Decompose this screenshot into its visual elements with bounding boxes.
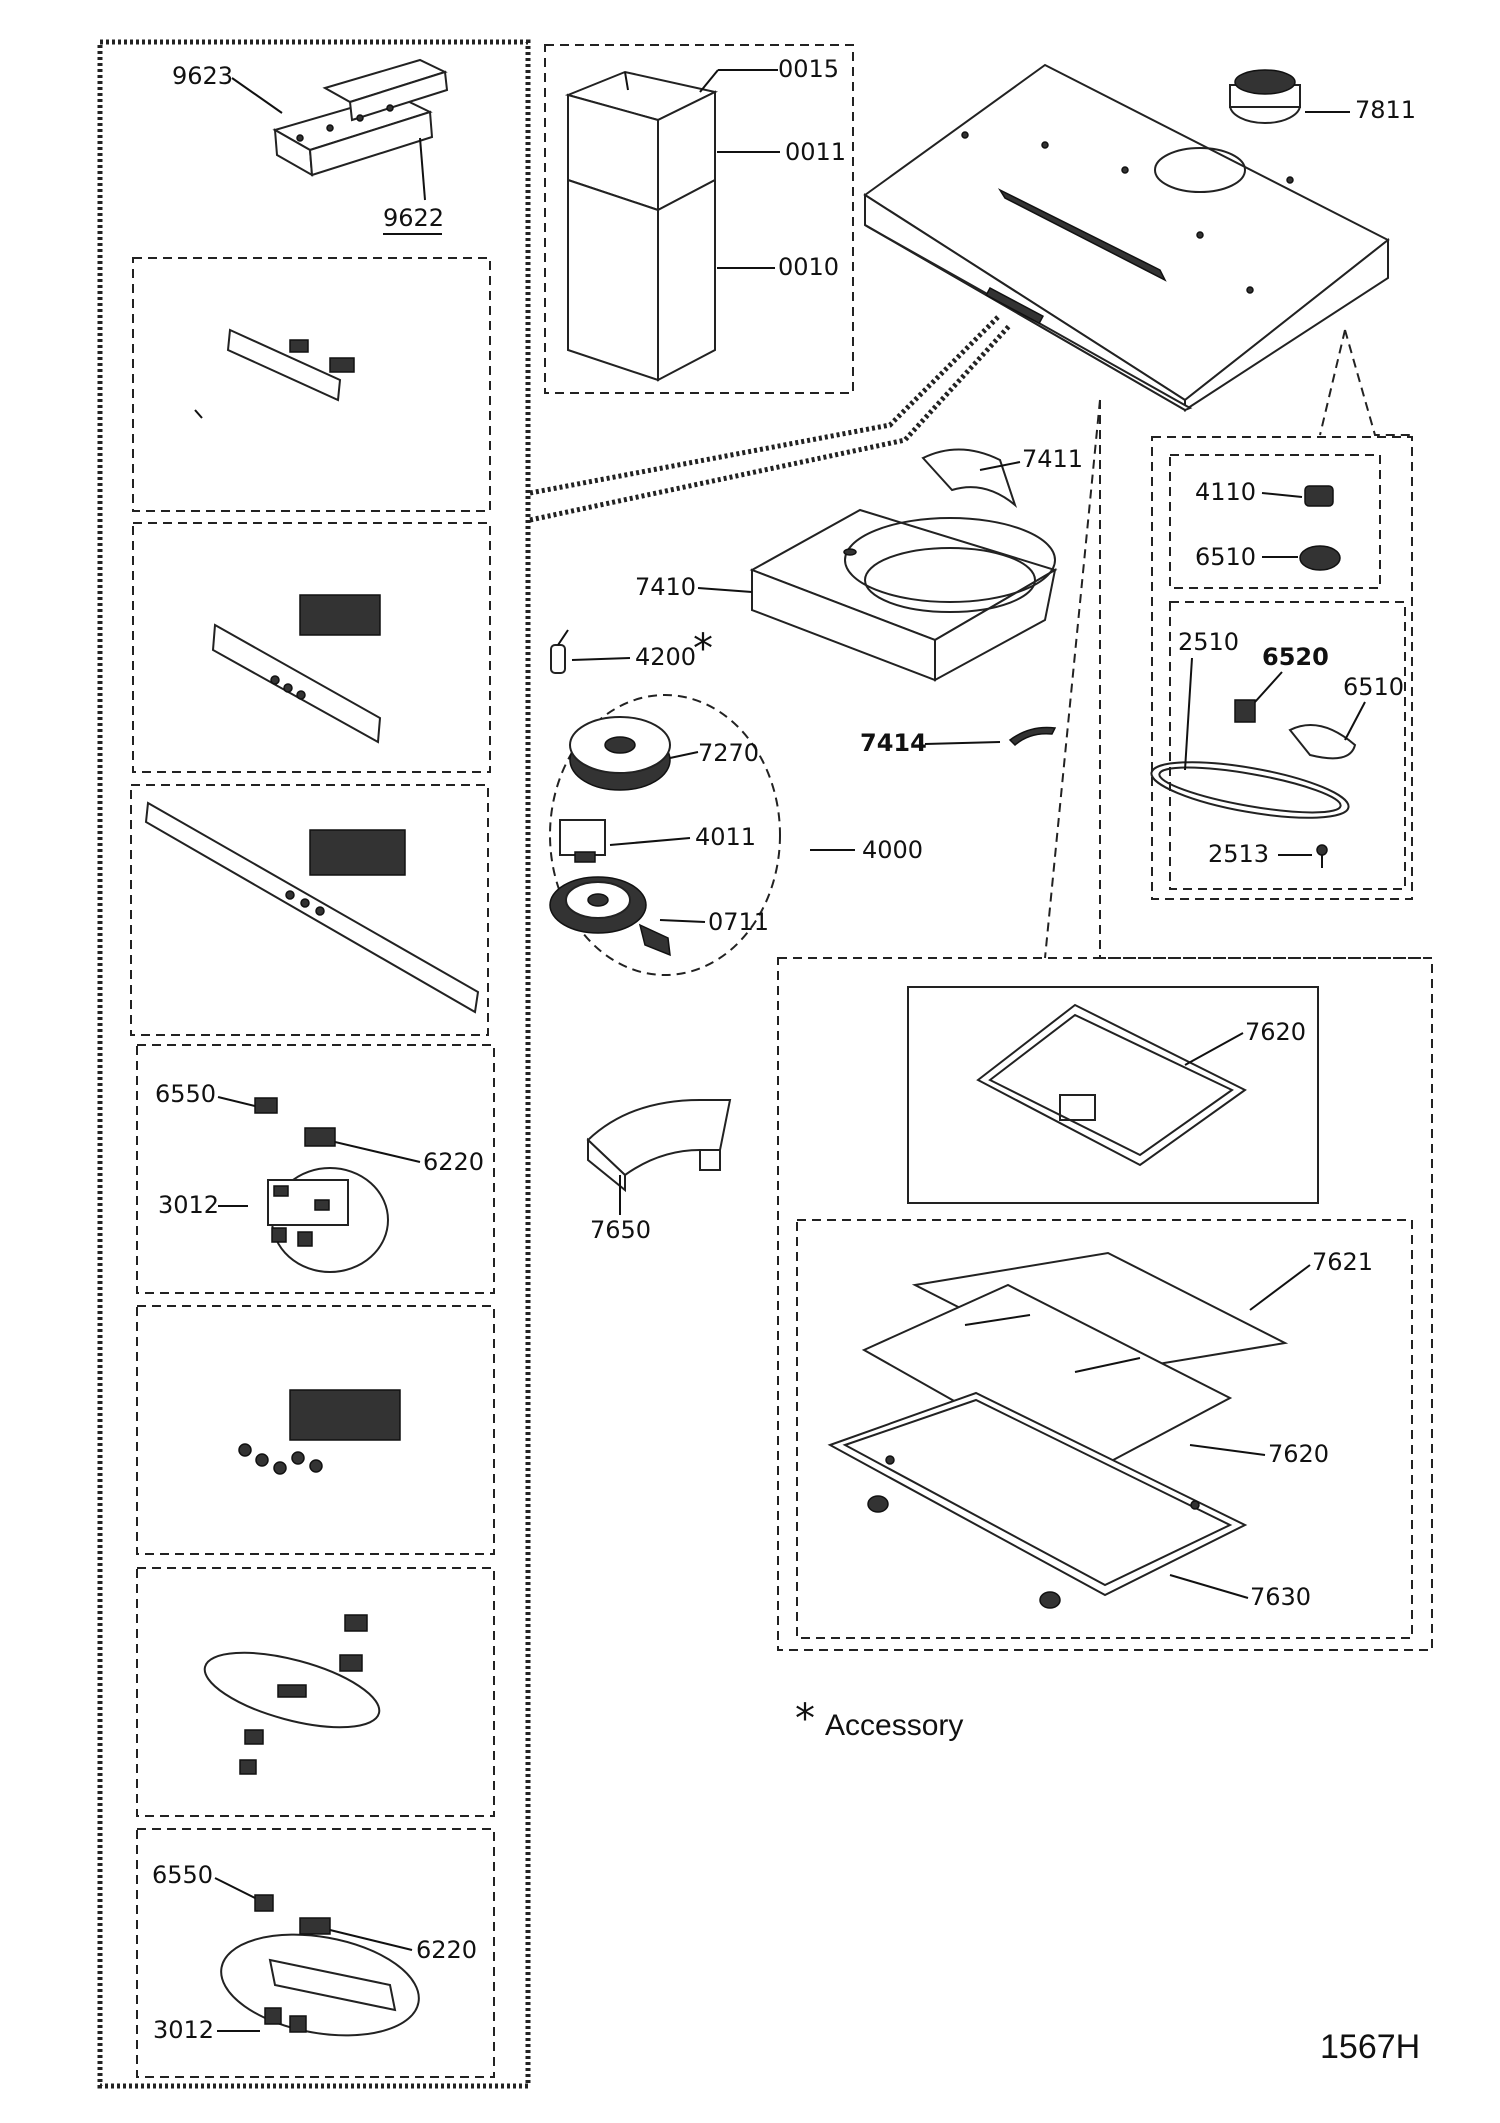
- label-0010: 0010: [778, 253, 839, 281]
- clip-7414: [1008, 726, 1057, 747]
- variant-box-7: [136, 1828, 495, 2078]
- variant-box-1: [132, 257, 491, 512]
- control-switch-variant-5: [238, 1389, 401, 1475]
- switch-box-frame: [1169, 454, 1381, 589]
- chimney-box-frame: [544, 44, 854, 394]
- control-strip-variant-3: [144, 801, 480, 1014]
- motor-0711: [549, 876, 671, 957]
- damper-flap-7411: [921, 448, 1018, 509]
- label-9622: 9622: [383, 204, 444, 232]
- label-4200: 4200: [635, 643, 696, 671]
- filter-outer-frame: [777, 957, 1433, 1651]
- chimney-assembly: [564, 70, 718, 382]
- variant-box-2: [132, 522, 491, 773]
- label-7621: 7621: [1312, 1248, 1373, 1276]
- label-6220-b: 6220: [416, 1936, 477, 1964]
- knob-6510-a: [1299, 545, 1341, 571]
- lamp-leader-line: [1344, 329, 1410, 436]
- label-7650: 7650: [590, 1216, 651, 1244]
- label-7811: 7811: [1355, 96, 1416, 124]
- grease-filter-frame: [907, 986, 1319, 1204]
- label-3012-a: 3012: [158, 1191, 219, 1219]
- accessory-star: *: [795, 1696, 815, 1742]
- label-4011: 4011: [695, 823, 756, 851]
- label-7414: 7414: [860, 729, 927, 757]
- grease-filter-7620-a: [976, 1003, 1247, 1167]
- label-0011: 0011: [785, 138, 846, 166]
- switch-4110: [1304, 485, 1334, 507]
- duct-adaptor-7650: [586, 1099, 732, 1193]
- drawing-code: 1567H: [1320, 2028, 1420, 2066]
- label-2510: 2510: [1178, 628, 1239, 656]
- control-switch-variant-4: [254, 1097, 389, 1273]
- label-6220-a: 6220: [423, 1148, 484, 1176]
- label-7620-b: 7620: [1268, 1440, 1329, 1468]
- accessory-note: Accessory: [825, 1709, 963, 1742]
- lampholder-6520: [1234, 699, 1256, 723]
- variant-box-4: [136, 1044, 495, 1294]
- bulb-6510-b: [1288, 724, 1357, 760]
- label-0015: 0015: [778, 55, 839, 83]
- control-box-assembly: [272, 58, 449, 177]
- label-6510-a: 6510: [1195, 543, 1256, 571]
- variant-box-6: [136, 1567, 495, 1817]
- control-strip-variant-1: [194, 328, 355, 419]
- heavy-leader-left: [529, 313, 1002, 496]
- filter-frame-7630: [827, 1391, 1248, 1609]
- label-3012-b: 3012: [153, 2016, 214, 2044]
- variant-box-5: [136, 1305, 495, 1555]
- lamp-box-frame: [1169, 601, 1406, 890]
- accessory-4200: [550, 629, 569, 674]
- control-strip-variant-2: [211, 594, 382, 744]
- screw-2513: [1316, 844, 1328, 868]
- label-0711: 0711: [708, 908, 769, 936]
- capacitor-4011: [559, 819, 606, 863]
- motor-housing-7410: [749, 508, 1058, 682]
- lamp-cover-2510: [1150, 761, 1350, 819]
- label-6520: 6520: [1262, 643, 1329, 671]
- left-column-frame: [97, 39, 531, 2089]
- label-7270: 7270: [698, 739, 759, 767]
- hood-knob-7811: [1229, 69, 1301, 124]
- heavy-leader-left-2: [529, 323, 1012, 523]
- control-oval-variant-7: [220, 1894, 420, 2037]
- control-oval-variant-6: [203, 1614, 381, 1775]
- fan-wheel-7270: [569, 716, 671, 791]
- label-7410: 7410: [635, 573, 696, 601]
- charcoal-filter-frame: [796, 1219, 1413, 1639]
- motor-group-outline: [549, 694, 781, 976]
- label-7411: 7411: [1022, 445, 1083, 473]
- accessory-star-4200: *: [693, 626, 713, 672]
- label-6510-b: 6510: [1343, 673, 1404, 701]
- label-6550-a: 6550: [155, 1080, 216, 1108]
- hood-body: [863, 63, 1390, 412]
- label-7630: 7630: [1250, 1583, 1311, 1611]
- variant-box-3: [130, 784, 489, 1036]
- label-4110: 4110: [1195, 478, 1256, 506]
- label-7620-a: 7620: [1245, 1018, 1306, 1046]
- label-9623: 9623: [172, 62, 233, 90]
- label-6550-b: 6550: [152, 1861, 213, 1889]
- label-2513: 2513: [1208, 840, 1269, 868]
- label-4000: 4000: [862, 836, 923, 864]
